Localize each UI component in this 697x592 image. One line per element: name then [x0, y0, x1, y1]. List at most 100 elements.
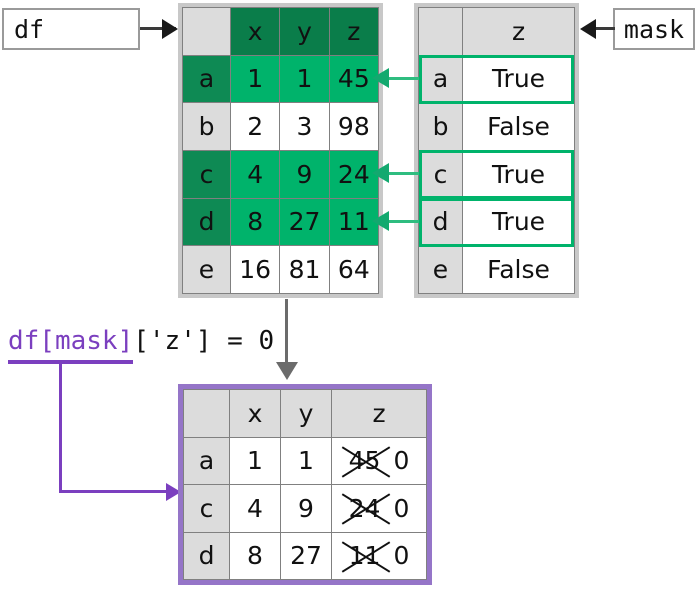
result-table: x y z a 1 1 45 0 c 4 9: [178, 384, 432, 585]
df-cell-a-x: 1: [229, 54, 281, 104]
df-cell-e-z: 64: [328, 245, 380, 294]
result-cell-c-z-new: 0: [393, 493, 410, 523]
df-cell-b-z: 98: [328, 102, 380, 151]
result-table-row: d 8 27 11 0: [183, 531, 427, 580]
result-cell-c-y: 9: [280, 484, 332, 533]
mask-to-df-line-d: [386, 220, 419, 223]
result-cell-c-z-old: 24: [348, 493, 381, 523]
df-cell-a-z: 45: [328, 54, 380, 104]
result-cell-c-x: 4: [229, 484, 281, 533]
mask-to-df-line-a: [386, 77, 419, 80]
df-to-result-line: [285, 299, 288, 364]
purple-connector-vertical: [59, 362, 62, 492]
df-row-index-c: c: [182, 149, 231, 199]
mask-row-index-e: e: [418, 245, 463, 294]
result-header-row: x y z: [183, 389, 427, 438]
connector-mask-label-line: [583, 27, 615, 30]
df-cell-e-y: 81: [279, 245, 330, 294]
df-cell-c-z: 24: [328, 149, 380, 199]
purple-connector-horizontal: [59, 490, 170, 493]
mask-cell-d-z: True: [462, 197, 575, 247]
result-cell-d-y: 27: [280, 531, 332, 580]
df-to-result-arrowhead: [276, 362, 298, 380]
df-row-index-a: a: [182, 54, 231, 104]
result-cell-a-z: 45 0: [331, 436, 427, 485]
label-box-mask: mask: [613, 8, 695, 50]
code-underline: [8, 360, 133, 364]
mask-grid: z a True b False c True d True e False: [418, 7, 575, 294]
result-table-row: a 1 1 45 0: [183, 436, 427, 485]
result-cell-d-z: 11 0: [331, 531, 427, 580]
mask-table-row: b False: [418, 102, 575, 151]
mask-cell-b-z: False: [462, 102, 575, 151]
df-cell-c-y: 9: [279, 149, 330, 199]
mask-to-df-line-c: [386, 172, 419, 175]
result-row-index-c: c: [183, 484, 230, 533]
result-row-index-d: d: [183, 531, 230, 580]
mask-cell-c-z: True: [462, 149, 575, 199]
mask-table-row: a True: [418, 54, 575, 104]
df-grid: x y z a 1 1 45 b 2 3 98 c 4 9 24: [182, 7, 380, 294]
result-col-header-y: y: [280, 389, 332, 438]
df-header-row: x y z: [182, 7, 380, 56]
mask-table-row: c True: [418, 149, 575, 199]
df-table: x y z a 1 1 45 b 2 3 98 c 4 9 24: [178, 3, 383, 298]
df-cell-b-y: 3: [279, 102, 330, 151]
mask-row-index-d: d: [418, 197, 463, 247]
label-df-text: df: [14, 14, 45, 44]
mask-row-index-b: b: [418, 102, 463, 151]
code-caption: df[mask]['z'] = 0: [8, 326, 274, 356]
result-row-index-a: a: [183, 436, 230, 485]
result-cell-a-z-new: 0: [393, 446, 410, 476]
result-cell-d-x: 8: [229, 531, 281, 580]
df-table-row: a 1 1 45: [182, 54, 380, 104]
result-table-row: c 4 9 24 0: [183, 484, 427, 533]
label-box-df: df: [2, 8, 140, 50]
df-col-header-z: z: [328, 7, 380, 56]
code-rest-part: ['z'] = 0: [133, 326, 275, 356]
df-table-row: b 2 3 98: [182, 102, 380, 151]
df-table-row: c 4 9 24: [182, 149, 380, 199]
mask-col-header-z: z: [462, 7, 575, 56]
df-cell-c-x: 4: [229, 149, 281, 199]
result-grid: x y z a 1 1 45 0 c 4 9: [183, 389, 427, 580]
df-cell-e-x: 16: [229, 245, 281, 294]
mask-header-row: z: [418, 7, 575, 56]
mask-to-df-arrowhead-d: [372, 211, 389, 231]
result-cell-a-y: 1: [280, 436, 332, 485]
result-cell-a-z-old: 45: [348, 446, 381, 476]
df-cell-d-x: 8: [229, 197, 281, 247]
connector-mask-label-arrowhead: [580, 19, 596, 39]
mask-to-df-arrowhead-c: [372, 163, 389, 183]
mask-row-index-c: c: [418, 149, 463, 199]
connector-df-label-line: [140, 27, 176, 30]
df-cell-d-y: 27: [279, 197, 330, 247]
df-row-index-e: e: [182, 245, 231, 294]
mask-to-df-arrowhead-a: [372, 68, 389, 88]
df-col-header-y: y: [279, 7, 330, 56]
df-cell-d-z: 11: [328, 197, 380, 247]
result-cell-a-x: 1: [229, 436, 281, 485]
result-col-header-x: x: [229, 389, 281, 438]
df-row-index-d: d: [182, 197, 231, 247]
mask-table-row: d True: [418, 197, 575, 247]
result-col-header-z: z: [331, 389, 427, 438]
mask-cell-e-z: False: [462, 245, 575, 294]
result-corner-cell: [183, 389, 230, 438]
mask-corner-cell: [418, 7, 463, 56]
mask-table-row: e False: [418, 245, 575, 294]
df-col-header-x: x: [229, 7, 281, 56]
result-cell-d-z-new: 0: [393, 541, 410, 571]
df-corner-cell: [182, 7, 231, 56]
df-cell-a-y: 1: [279, 54, 330, 104]
purple-connector-arrowhead: [166, 483, 181, 501]
label-mask-text: mask: [623, 14, 685, 44]
df-row-index-b: b: [182, 102, 231, 151]
result-cell-d-z-old: 11: [348, 541, 381, 571]
code-highlighted-part: df[mask]: [8, 326, 134, 356]
df-table-row: d 8 27 11: [182, 197, 380, 247]
df-cell-b-x: 2: [229, 102, 281, 151]
df-table-row: e 16 81 64: [182, 245, 380, 294]
result-cell-c-z: 24 0: [331, 484, 427, 533]
